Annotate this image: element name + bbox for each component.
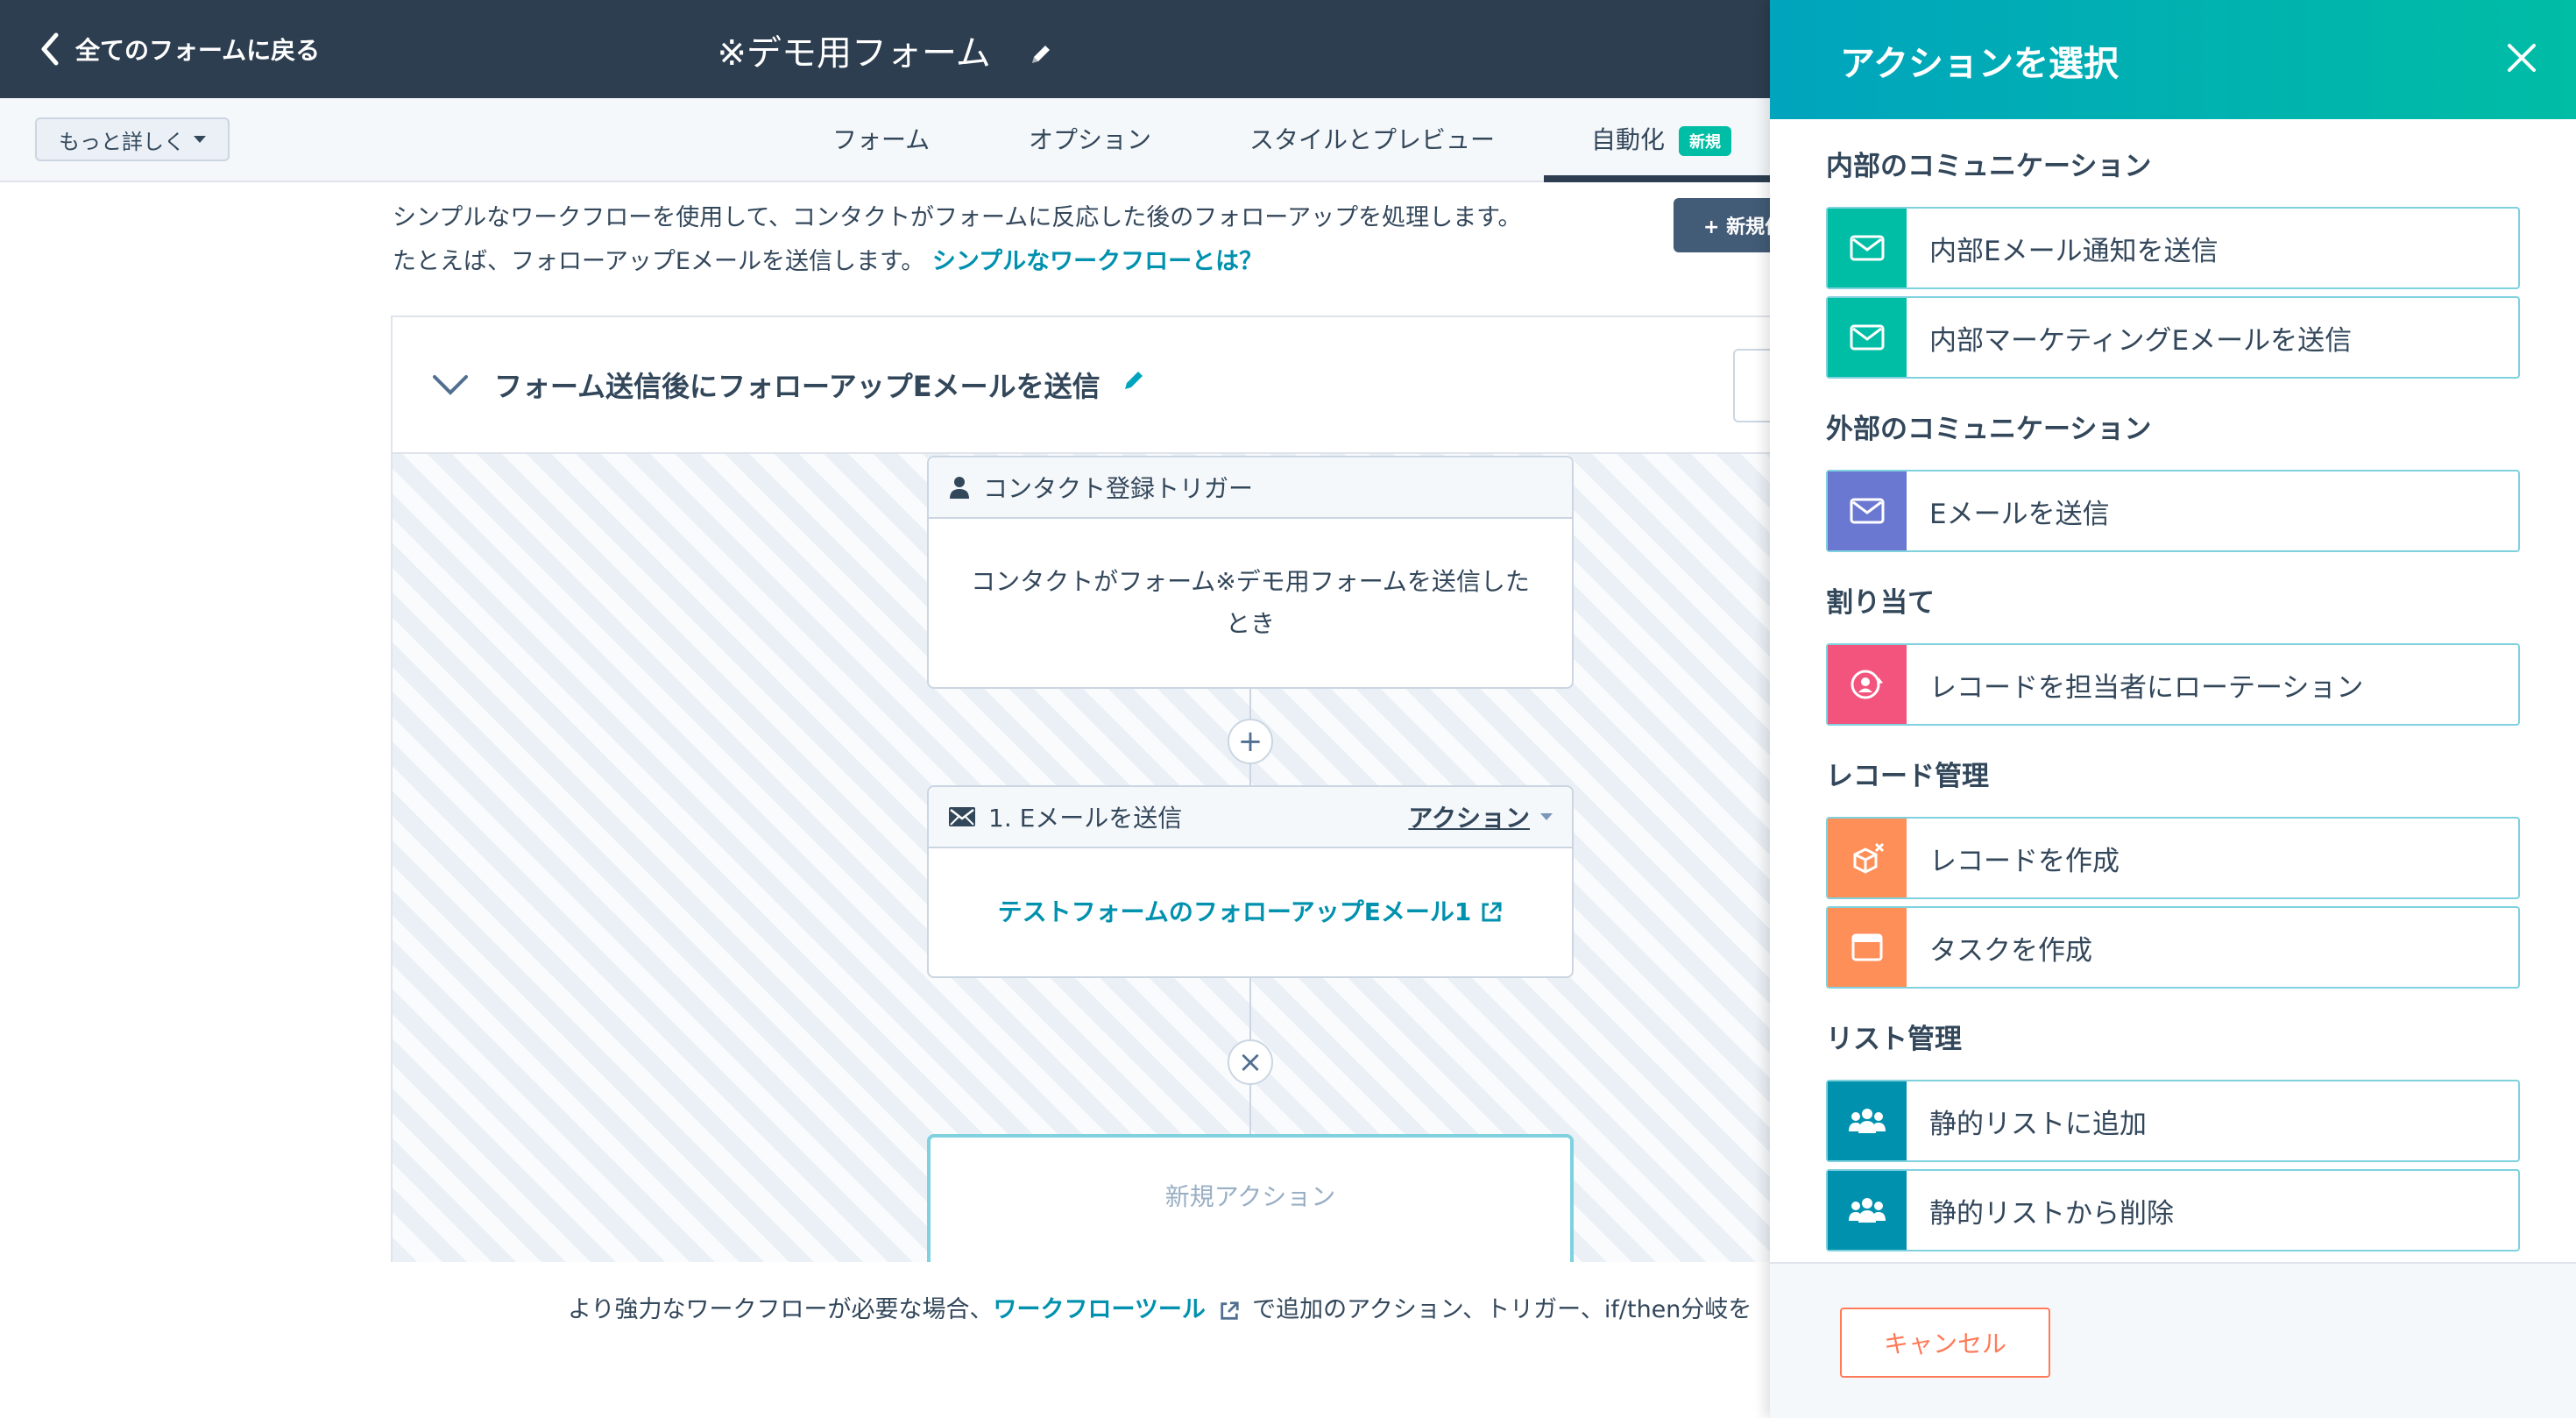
workflow-canvas: コンタクト登録トリガー コンタクトがフォーム※デモ用フォームを送信したとき + … (393, 454, 1775, 1262)
select-action-panel: アクションを選択 内部のコミュニケーション 内部Eメール通知を送信 内部マーケテ… (1770, 0, 2576, 1418)
workflow-title: フォーム送信後にフォローアップEメールを送信 (494, 370, 1100, 403)
panel-title: アクションを選択 (1840, 44, 2119, 84)
tab-style-preview-label: スタイルとプレビュー (1249, 125, 1496, 154)
action-node-title: 1. Eメールを送信 (988, 804, 1183, 833)
back-link-label: 全てのフォームに戻る (75, 36, 321, 65)
option-label: Eメールを送信 (1929, 498, 2110, 530)
option-send-email[interactable]: Eメールを送信 (1826, 470, 2520, 552)
new-badge: 新規 (1679, 126, 1732, 156)
chevron-left-icon (41, 32, 59, 66)
plus-icon: + (1237, 724, 1263, 759)
option-label: 静的リストから削除 (1929, 1197, 2174, 1230)
tab-form[interactable]: フォーム (832, 121, 930, 156)
tab-automation-label: 自動化 (1591, 125, 1666, 154)
option-label: 内部マーケティングEメールを送信 (1929, 324, 2353, 357)
section-list-management: リスト管理 (1826, 1024, 1962, 1055)
trigger-description: コンタクトがフォーム※デモ用フォームを送信したとき (971, 567, 1530, 638)
mail-icon (1828, 209, 1907, 287)
create-new-button[interactable]: + 新規作 (1674, 198, 1787, 252)
followup-email-link[interactable]: テストフォームのフォローアップEメール1 (997, 897, 1472, 926)
new-action-label: 新規アクション (1164, 1182, 1336, 1211)
remove-step-button[interactable]: × (1228, 1039, 1273, 1085)
close-icon: × (1237, 1045, 1263, 1080)
mail-icon (1828, 298, 1907, 377)
people-icon (1828, 1081, 1907, 1160)
workflow-tool-link[interactable]: ワークフローツール (993, 1296, 1206, 1323)
option-remove-from-static-list[interactable]: 静的リストから削除 (1826, 1169, 2520, 1251)
action-node-body: テストフォームのフォローアップEメール1 (929, 848, 1572, 976)
create-record-icon (1828, 819, 1907, 897)
collapse-chevron-icon[interactable] (431, 372, 470, 401)
rotate-user-icon (1828, 645, 1907, 724)
footer-suffix: で追加のアクション、トリガー、if/then分岐を (1252, 1296, 1752, 1323)
section-internal-communication: 内部のコミュニケーション (1826, 151, 2152, 182)
tab-options[interactable]: オプション (1029, 121, 1151, 156)
option-create-record[interactable]: レコードを作成 (1826, 817, 2520, 899)
edit-workflow-pencil-icon[interactable] (1122, 368, 1146, 396)
external-link-icon[interactable] (1219, 1301, 1240, 1322)
trigger-node-header: コンタクト登録トリガー (929, 457, 1572, 519)
trigger-node-body: コンタクトがフォーム※デモ用フォームを送信したとき (929, 519, 1572, 687)
mail-icon (949, 807, 975, 826)
workflow-header: フォーム送信後にフォローアップEメールを送信 (393, 317, 1786, 454)
sub-navigation-bar: もっと詳しく フォーム オプション スタイルとプレビュー 自動化新規 (0, 98, 1770, 182)
external-link-icon[interactable] (1480, 901, 1503, 924)
trigger-node-title: コンタクト登録トリガー (983, 474, 1254, 503)
back-to-forms-link[interactable]: 全てのフォームに戻る (39, 26, 320, 72)
option-create-task[interactable]: タスクを作成 (1826, 906, 2520, 989)
tab-style-preview[interactable]: スタイルとプレビュー (1249, 121, 1495, 156)
caret-down-icon (1540, 813, 1553, 820)
section-external-communication: 外部のコミュニケーション (1826, 414, 2152, 445)
option-send-internal-marketing-email[interactable]: 内部マーケティングEメールを送信 (1826, 296, 2520, 379)
action-node[interactable]: 1. Eメールを送信 アクション テストフォームのフォローアップEメール1 (927, 785, 1574, 978)
task-icon (1828, 908, 1907, 987)
option-rotate-record-owner[interactable]: レコードを担当者にローテーション (1826, 643, 2520, 726)
trigger-node[interactable]: コンタクト登録トリガー コンタクトがフォーム※デモ用フォームを送信したとき (927, 456, 1574, 689)
form-title: ※デモ用フォーム (0, 25, 1770, 75)
action-node-header: 1. Eメールを送信 アクション (929, 787, 1572, 848)
option-label: レコードを担当者にローテーション (1929, 671, 2364, 704)
option-label: タスクを作成 (1929, 934, 2092, 967)
mail-icon (1828, 471, 1907, 550)
footer-prefix: より強力なワークフローが必要な場合、 (568, 1296, 994, 1323)
simple-workflow-help-link[interactable]: シンプルなワークフローとは？ (931, 248, 1263, 275)
option-send-internal-email-notification[interactable]: 内部Eメール通知を送信 (1826, 207, 2520, 289)
section-record-management: レコード管理 (1826, 761, 1989, 792)
new-action-placeholder[interactable]: 新規アクション (927, 1134, 1574, 1262)
panel-footer: キャンセル (1770, 1262, 2576, 1418)
action-menu-label: アクション (1408, 804, 1530, 833)
automation-description: シンプルなワークフローを使用して、コンタクトがフォームに反応した後のフォローアッ… (393, 196, 1532, 284)
edit-title-pencil-icon[interactable] (1029, 35, 1053, 75)
option-label: レコードを作成 (1929, 845, 2120, 877)
tab-automation[interactable]: 自動化新規 (1591, 121, 1732, 156)
close-panel-icon[interactable] (2502, 39, 2541, 81)
section-assignment: 割り当て (1826, 587, 1935, 619)
option-label: 静的リストに追加 (1929, 1108, 2147, 1140)
cancel-button[interactable]: キャンセル (1840, 1308, 2050, 1378)
option-add-to-static-list[interactable]: 静的リストに追加 (1826, 1080, 2520, 1162)
description-text: シンプルなワークフローを使用して、コンタクトがフォームに反応した後のフォローアッ… (393, 204, 1522, 275)
add-step-button[interactable]: + (1228, 719, 1273, 764)
action-menu-dropdown[interactable]: アクション (1408, 799, 1553, 834)
learn-more-label: もっと詳しく (59, 129, 185, 154)
caret-down-icon (194, 136, 206, 143)
learn-more-dropdown[interactable]: もっと詳しく (35, 117, 230, 161)
workflow-card: フォーム送信後にフォローアップEメールを送信 コンタクト登録トリガー コンタクト… (391, 316, 1786, 1262)
tab-options-label: オプション (1029, 125, 1152, 154)
active-tab-indicator (1544, 175, 1770, 182)
people-icon (1828, 1171, 1907, 1250)
workflow-tool-note: より強力なワークフローが必要な場合、ワークフローツール で追加のアクション、トリ… (568, 1290, 1770, 1324)
option-label: 内部Eメール通知を送信 (1929, 235, 2219, 267)
panel-header: アクションを選択 (1770, 0, 2576, 119)
contact-icon (950, 477, 969, 499)
form-title-text: ※デモ用フォーム (717, 33, 991, 74)
tab-form-label: フォーム (832, 125, 931, 154)
